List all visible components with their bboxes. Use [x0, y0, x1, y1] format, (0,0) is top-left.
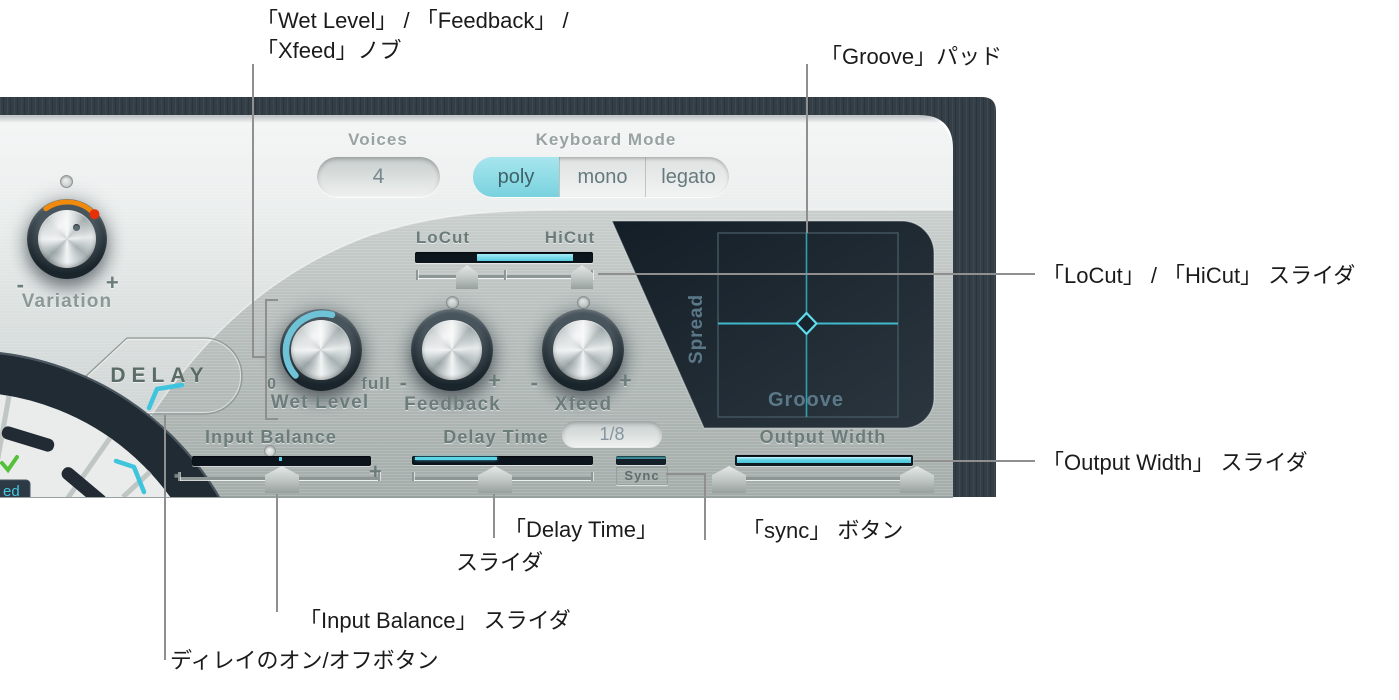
hicut-handle[interactable] — [571, 265, 593, 289]
callout-line-delay-onoff — [164, 415, 166, 660]
mode-button-legato[interactable]: legato — [645, 157, 729, 197]
callout-line-sync-v — [704, 473, 706, 540]
output-width-band — [737, 457, 911, 463]
wheel-value-text: ed — [3, 483, 20, 497]
sync-indicator-track — [616, 456, 666, 465]
rail-tick — [378, 472, 380, 481]
voices-label: Voices — [348, 130, 408, 149]
wheel-slot — [61, 467, 107, 497]
feedback-max-label: + — [487, 368, 503, 393]
delay-time-track — [412, 456, 593, 465]
rail-tick — [591, 472, 593, 481]
groove-axis-label: Groove — [767, 389, 845, 411]
mode-button-mono[interactable]: mono — [559, 157, 645, 197]
delay-time-value-line — [415, 457, 497, 460]
voices-field[interactable]: 4 — [317, 157, 440, 197]
callout-line-output-width — [914, 460, 1035, 462]
wheel-corner-bracket — [146, 382, 185, 411]
wet-level-min-label: 0 — [267, 376, 277, 393]
wheel-slot — [1, 426, 55, 452]
groove-pad-grid — [717, 232, 899, 418]
variation-max-label: + — [105, 270, 121, 295]
feedback-led — [446, 296, 459, 309]
morph-wheel-partial[interactable]: ed — [0, 330, 260, 497]
callout-line-groove — [806, 64, 808, 233]
variation-led — [60, 175, 73, 188]
locut-hicut-band — [477, 254, 573, 261]
output-width-label: Output Width — [759, 427, 887, 447]
variation-knob-pointer — [73, 224, 80, 231]
wheel-segment-gap — [121, 470, 152, 497]
delay-time-label: Delay Time — [443, 427, 549, 447]
callout-line-locut-hicut — [598, 273, 1035, 275]
keyboard-mode-label: Keyboard Mode — [535, 130, 677, 149]
callout-line-delay-time — [493, 494, 495, 538]
annotation-locut-hicut: 「LoCut」 / 「HiCut」 スライダ — [1042, 263, 1356, 288]
callout-line-sync-h — [666, 473, 706, 475]
annotation-delay-onoff: ディレイのオン/オフボタン — [170, 648, 439, 673]
check-icon — [0, 455, 19, 474]
panel-artwork — [0, 97, 996, 497]
input-balance-track — [192, 456, 371, 466]
groove-pad-display — [610, 220, 935, 429]
input-balance-min-label: - — [168, 461, 188, 487]
delay-time-value-field[interactable]: 1/8 — [562, 421, 662, 447]
callout-line-knobs — [252, 64, 254, 357]
rail-tick — [504, 270, 506, 280]
feedback-knob[interactable] — [411, 309, 493, 391]
annotation-groove-pad: 「Groove」パッド — [820, 44, 1003, 69]
groove-position-marker[interactable] — [795, 311, 818, 336]
output-width-rail — [718, 477, 928, 480]
wet-level-label: Wet Level — [270, 392, 370, 413]
input-balance-max-label: + — [368, 459, 384, 484]
feedback-label: Feedback — [404, 394, 501, 415]
xfeed-led — [577, 296, 590, 309]
annotation-sync: 「sync」 ボタン — [742, 518, 904, 543]
wet-level-max-label: full — [361, 374, 391, 393]
annotation-input-balance: 「Input Balance」 スライダ — [299, 608, 571, 633]
delay-time-value: 1/8 — [599, 424, 625, 444]
hicut-label: HiCut — [544, 228, 596, 247]
annotation-delay-time-line2: スライダ — [456, 550, 544, 575]
callout-bracket-arm-top — [265, 299, 278, 301]
groove-pad[interactable] — [718, 233, 898, 417]
mode-button-poly[interactable]: poly — [473, 157, 559, 197]
xfeed-label: Xfeed — [554, 394, 613, 415]
feedback-min-label: - — [399, 370, 409, 395]
wheel-value-badge: ed — [0, 479, 31, 497]
rail-tick — [416, 270, 418, 280]
variation-label: Variation — [21, 291, 113, 312]
callout-bracket-arm-bottom — [265, 418, 278, 420]
xfeed-max-label: + — [618, 368, 634, 393]
locut-label: LoCut — [415, 228, 471, 247]
input-balance-label: Input Balance — [204, 427, 338, 447]
locut-handle[interactable] — [456, 265, 478, 289]
input-balance-center-tick — [279, 457, 282, 461]
delay-onoff-button-shape[interactable] — [85, 337, 243, 415]
callout-bracket-knobs — [265, 299, 267, 420]
rail-tick — [178, 472, 180, 481]
delay-onoff-button[interactable]: DELAY — [110, 364, 210, 387]
annotation-output-width: 「Output Width」 スライダ — [1042, 450, 1308, 475]
voices-value: 4 — [372, 165, 385, 188]
wheel-corner-bracket — [113, 458, 147, 495]
xfeed-min-label: - — [530, 370, 540, 395]
spread-axis-label: Spread — [686, 293, 707, 364]
variation-knob[interactable] — [27, 199, 107, 279]
rail-tick — [412, 472, 414, 481]
locut-hicut-track — [415, 252, 593, 263]
xfeed-knob[interactable] — [542, 309, 624, 391]
keyboard-mode-group: poly mono legato — [473, 157, 729, 197]
callout-line-knobs-arm — [252, 356, 267, 358]
output-width-track — [735, 455, 913, 466]
wheel-segment-gap — [0, 395, 12, 461]
callout-line-input-balance — [276, 494, 278, 612]
annotation-knobs: 「Wet Level」 / 「Feedback」 / 「Xfeed」ノブ — [256, 8, 569, 63]
sync-button[interactable]: Sync — [616, 466, 668, 485]
wet-level-knob[interactable] — [280, 309, 362, 391]
variation-min-label: - — [16, 272, 26, 297]
annotation-delay-time-line1: 「Delay Time」 — [504, 517, 659, 542]
